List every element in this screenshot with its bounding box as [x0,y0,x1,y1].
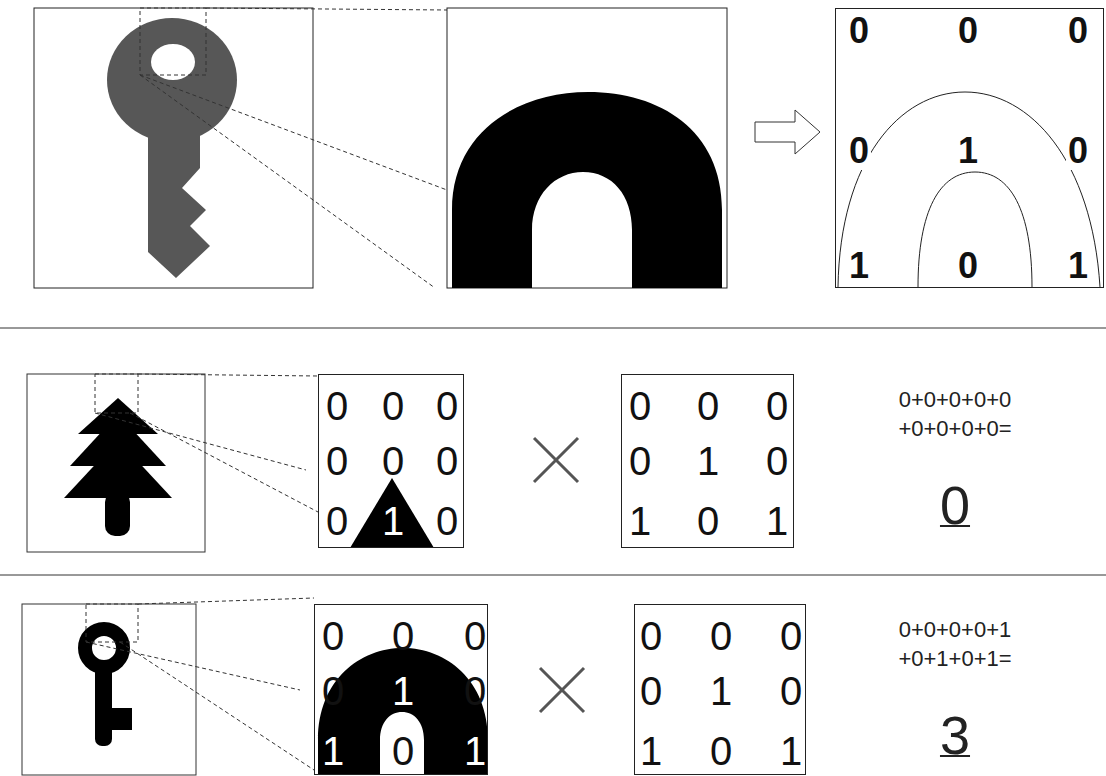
matrix-value: 0 [382,441,404,481]
sum-equation: 0+0+0+0+0 +0+0+0+0= [865,386,1045,443]
matrix-value: 0 [766,386,788,426]
matrix-value: 1 [766,501,788,541]
sum-equation: 0+0+0+0+1 +0+1+0+1= [865,616,1045,673]
matrix-value: 0 [326,441,348,481]
matrix-value: 0 [392,731,414,771]
arch-shape [318,648,488,774]
matrix-box: 0 0 0 0 1 0 1 0 1 [835,8,1104,288]
matrix-box: 0 0 0 0 1 0 1 0 1 [314,604,488,775]
image-frame [22,604,196,775]
arch-outline [838,92,1100,287]
arch-shape [452,92,722,288]
matrix-value: 1 [847,247,871,285]
matrix-value: 1 [392,671,414,711]
zoom-leader [140,8,447,288]
matrix-value: 1 [1066,247,1090,285]
row-divider [0,328,1106,329]
block-arrow [755,110,820,154]
matrix-value: 0 [436,386,458,426]
matrix-value: 0 [629,386,651,426]
matrix-value: 0 [847,12,871,50]
matrix-value: 0 [780,671,802,711]
matrix-value: 0 [326,501,348,541]
zoom-leader [95,374,318,512]
matrix-value: 0 [766,441,788,481]
matrix-value: 0 [847,132,871,170]
matrix-value: 0 [697,501,719,541]
matrix-box: 0 0 0 0 1 0 1 0 1 [634,604,806,775]
zoom-frame [447,8,727,288]
matrix-value: 1 [322,731,344,771]
matrix-value: 1 [382,501,404,541]
matrix-value: 1 [710,671,732,711]
matrix-value: 0 [1066,12,1090,50]
matrix-value: 0 [640,671,662,711]
matrix-value: 0 [464,616,486,656]
key-picture [107,18,237,278]
multiply-sign [534,438,578,482]
matrix-box: 000000010 [318,374,464,548]
matrix-value: 0 [640,616,662,656]
matrix-value: 0 [956,247,980,285]
matrix-value: 1 [956,132,980,170]
matrix-value: 1 [780,731,802,771]
matrix-value: 0 [710,731,732,771]
image-frame [27,374,205,552]
zoom-leader [86,598,314,770]
matrix-value: 0 [382,386,404,426]
matrix-value: 0 [710,616,732,656]
matrix-value: 0 [436,501,458,541]
matrix-value: 0 [1066,132,1090,170]
matrix-value: 0 [436,441,458,481]
matrix-value: 0 [392,616,414,656]
matrix-box: 0 0 0 0 1 0 1 0 1 [621,374,794,548]
arch-outline [918,172,1032,287]
matrix-value: 1 [697,441,719,481]
matrix-value: 1 [464,731,486,771]
matrix-value: 0 [629,441,651,481]
matrix-value: 0 [322,616,344,656]
row-divider [0,575,1106,576]
matrix-value: 0 [326,386,348,426]
triangle-shape [350,478,434,548]
matrix-value: 0 [322,671,344,711]
matrix-value: 0 [956,12,980,50]
matrix-value: 0 [697,386,719,426]
matrix-value: 0 [780,616,802,656]
result-value: 0 [915,470,995,540]
matrix-value: 1 [629,501,651,541]
multiply-sign [540,668,584,712]
matrix-value: 1 [640,731,662,771]
matrix-value: 0 [464,671,486,711]
result-value: 3 [915,700,995,770]
image-frame [34,8,313,288]
